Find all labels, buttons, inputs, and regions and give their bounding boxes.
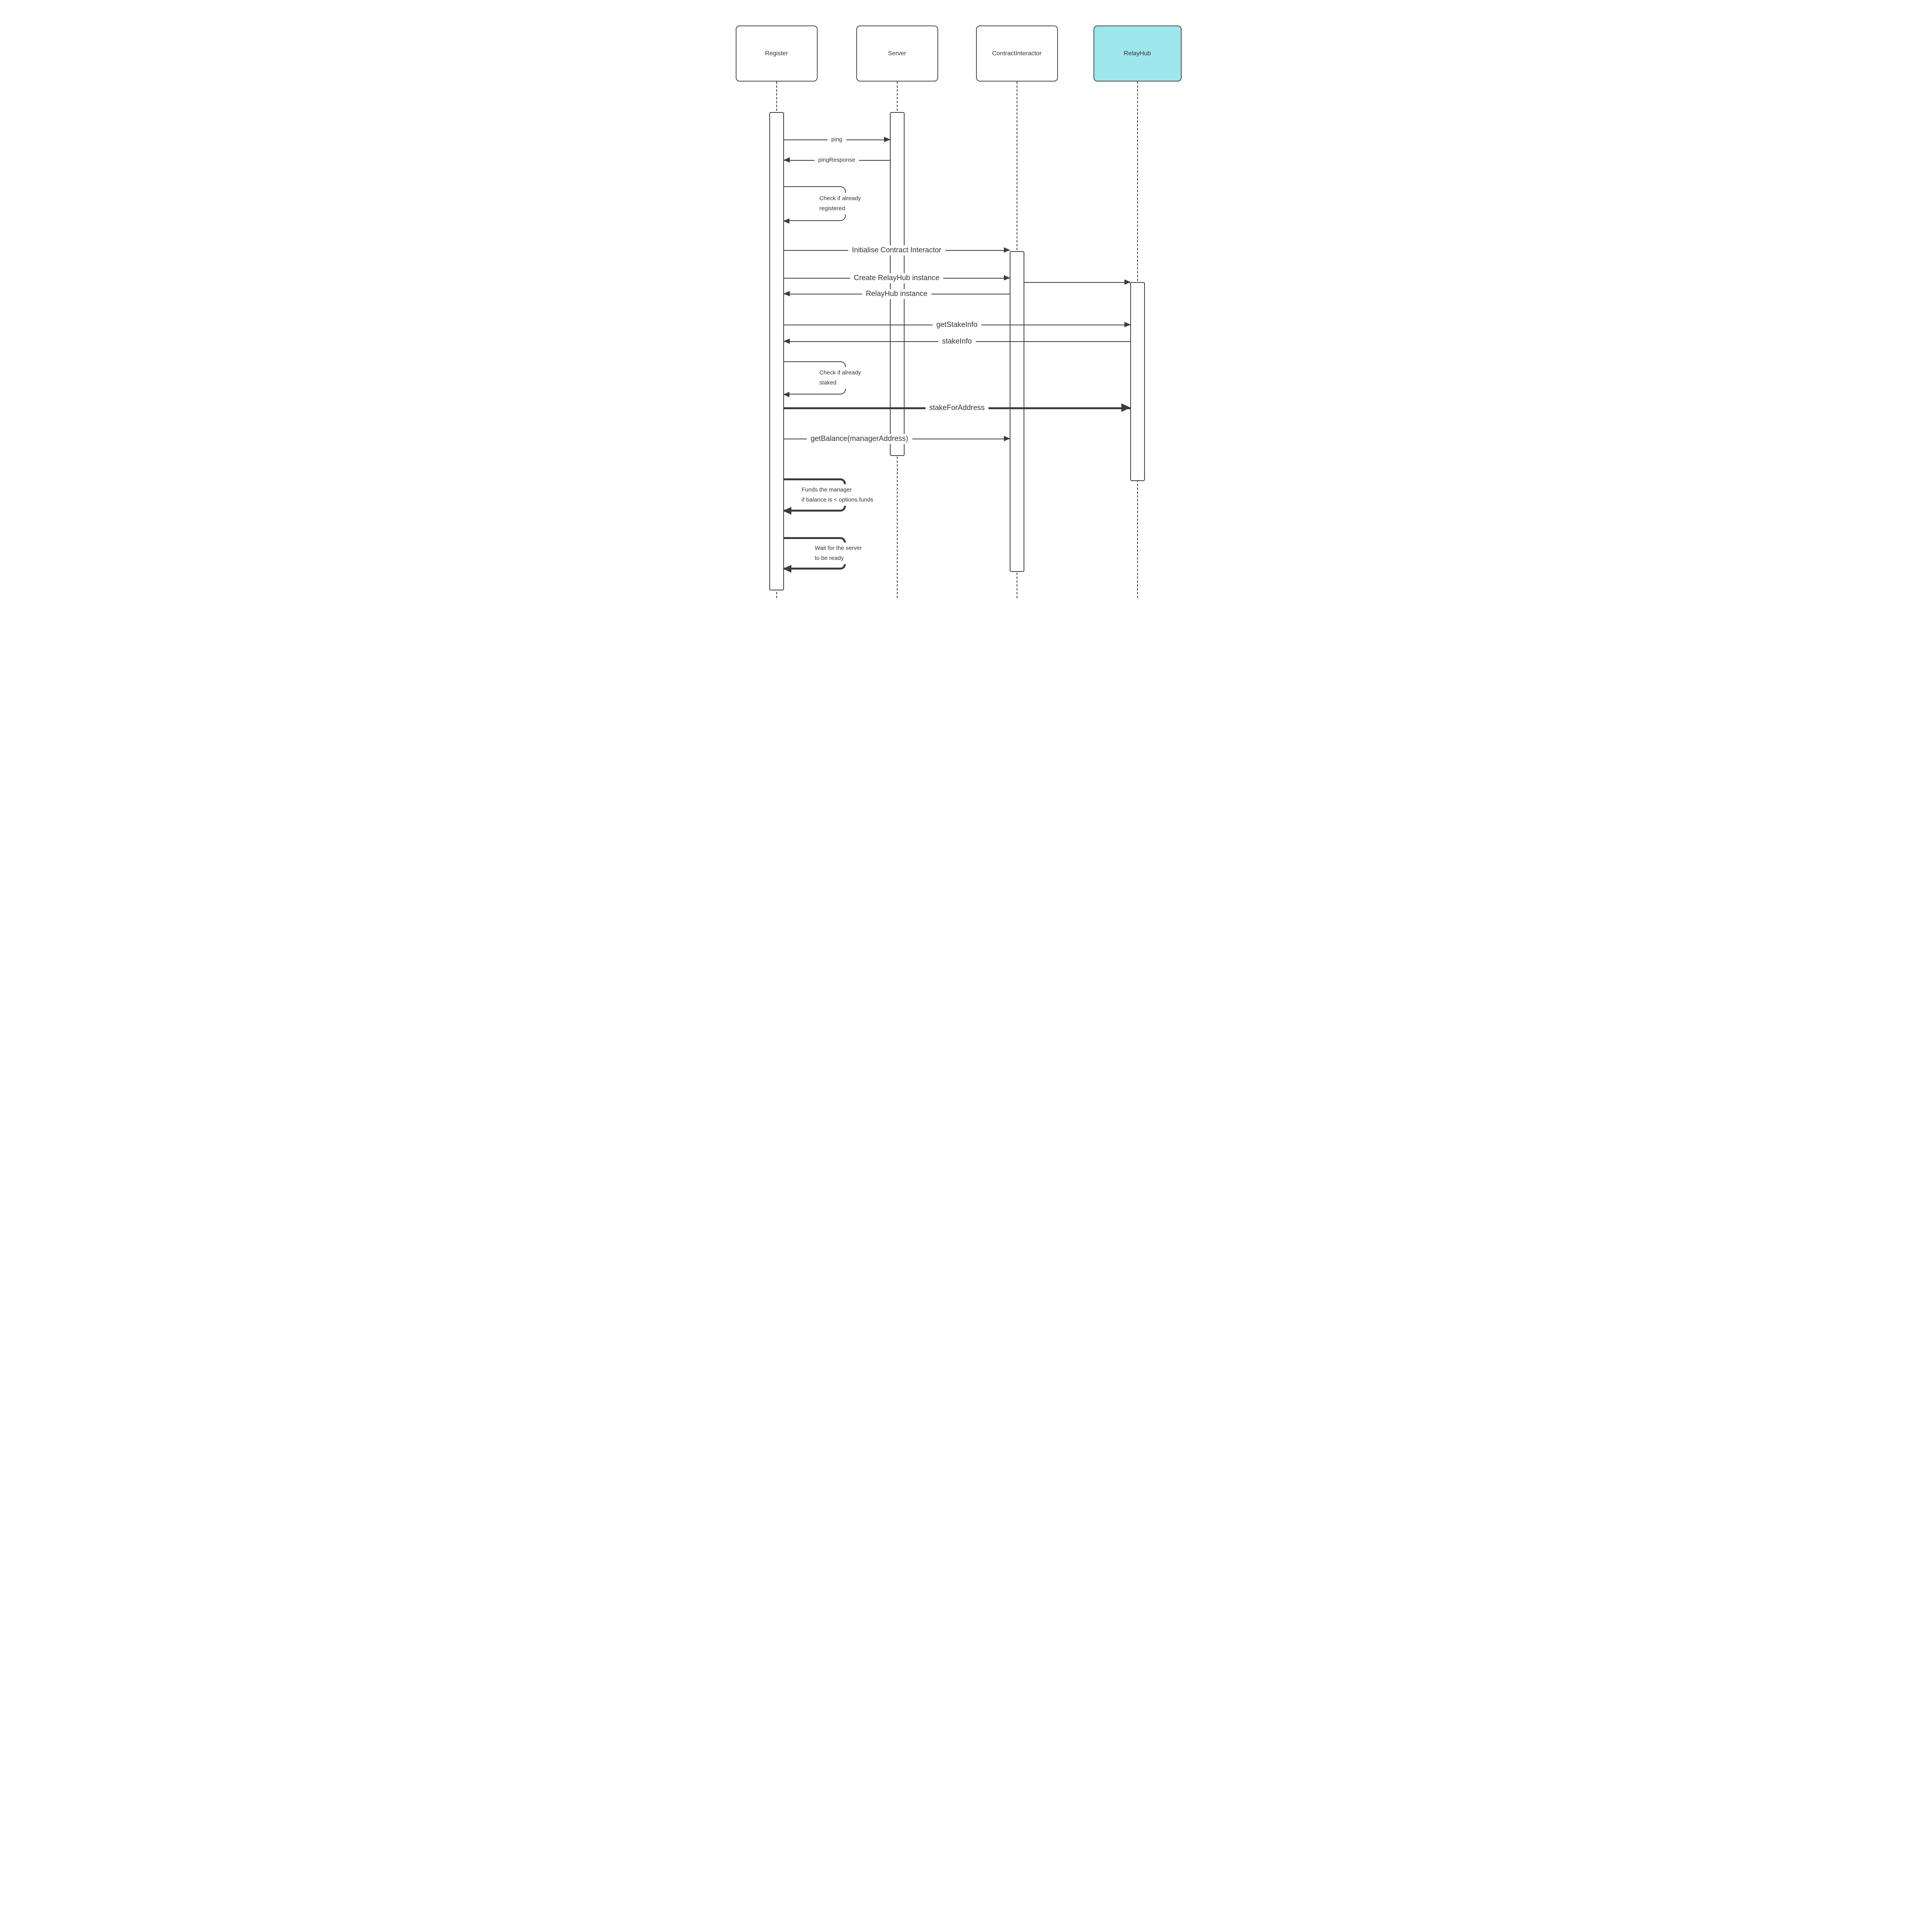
message-label: Create RelayHub instance [850,273,944,283]
arrowhead-right-icon [1124,279,1131,285]
message-label: RelayHub instance [862,289,932,299]
label-line-2: if balance is < options.funds [801,497,874,503]
self-message-label: Check if already staked [816,367,864,389]
message-label: getBalance(managerAddress) [806,434,912,444]
sequence-diagram: Register Server ContractInteractor Relay… [720,0,1212,598]
self-message-wait-server: Wait for the server to be ready [782,537,865,573]
label-line-1: Check if already [819,369,861,376]
arrowhead-left-icon [782,507,791,515]
message-label: ping [827,136,846,144]
label-line-1: Wait for the server [815,545,862,551]
actor-contractinteractor-label: ContractInteractor [992,50,1042,57]
arrowhead-right-icon [1003,275,1010,281]
arrowhead-left-icon [783,392,789,397]
message-label: Initialise Contract Interactor [848,245,946,255]
activation-contractinteractor [1009,251,1024,572]
arrowhead-left-icon [783,338,790,344]
arrowhead-left-icon [783,291,790,296]
actor-relayhub-label: RelayHub [1124,50,1151,57]
actor-register-label: Register [765,50,788,57]
arrowhead-right-icon [1003,436,1010,441]
activation-server [889,112,905,456]
activation-register [769,112,784,590]
arrowhead-left-icon [783,218,789,224]
arrowhead-right-icon [1124,322,1131,327]
label-line-1: Funds the manager [801,486,852,493]
arrowhead-left-icon [782,565,791,573]
actor-relayhub: RelayHub [1093,26,1182,82]
message-label: stakeForAddress [925,403,989,413]
actor-register: Register [735,26,818,82]
arrowhead-left-icon [783,157,790,163]
label-line-2: staked [819,379,837,386]
self-message-label: Funds the manager if balance is < option… [798,484,877,506]
self-message-label: Check if already registered [816,193,864,214]
self-message-check-staked: Check if already staked [783,361,864,397]
self-message-funds-manager: Funds the manager if balance is < option… [782,478,877,515]
actor-contractinteractor: ContractInteractor [976,26,1058,82]
label-line-2: to be ready [815,555,844,561]
message-label: pingResponse [814,156,859,165]
label-line-2: registered [819,205,845,212]
message-label: stakeInfo [938,337,976,347]
actor-server-label: Server [888,50,906,57]
arrowhead-right-icon [1121,403,1131,412]
actor-server: Server [856,26,938,82]
label-line-1: Check if already [819,195,861,202]
self-message-label: Wait for the server to be ready [811,543,865,564]
activation-relayhub [1130,282,1145,481]
message-label: getStakeInfo [932,320,981,330]
arrow-line [1024,282,1130,283]
arrowhead-right-icon [1003,247,1010,253]
self-message-check-registered: Check if already registered [783,186,864,224]
arrowhead-right-icon [884,137,890,142]
